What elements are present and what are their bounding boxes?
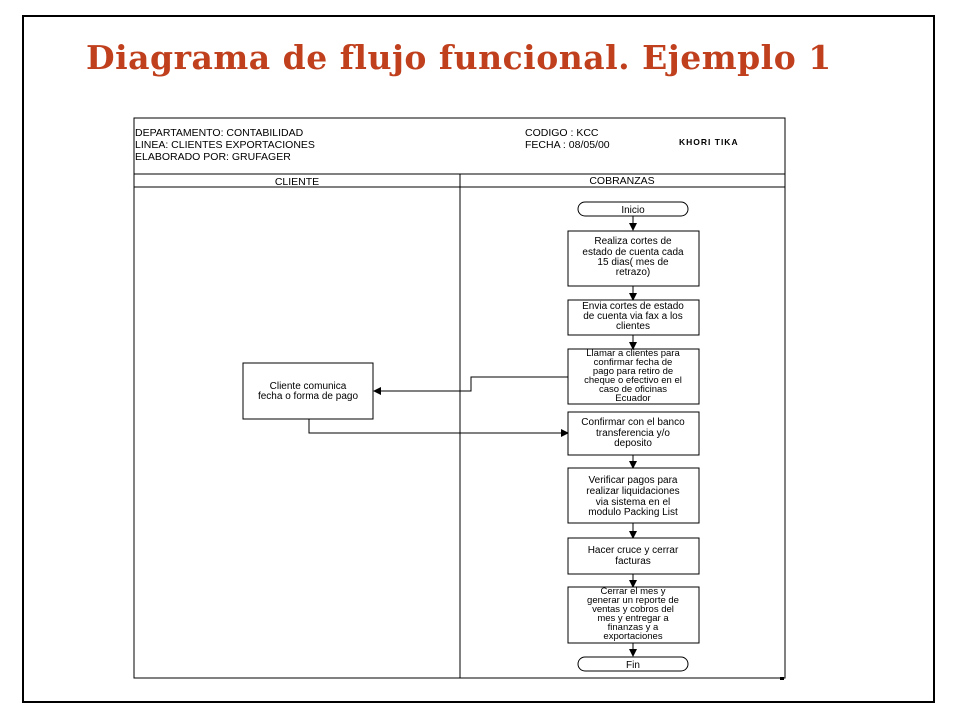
step-1-line: retrazo) (616, 267, 650, 278)
header-departamento: DEPARTAMENTO: CONTABILIDAD (135, 127, 304, 139)
step-7-line: ventas y cobros del (592, 604, 674, 615)
header-fecha: FECHA : 08/05/00 (525, 139, 610, 151)
step-3-line: caso de oficinas (599, 384, 667, 395)
step-4-line: deposito (614, 438, 652, 449)
step-1-box: Realiza cortes de estado de cuenta cada … (567, 230, 700, 287)
header-codigo: CODIGO : KCC (525, 127, 599, 139)
step-7-line: generar un reporte de (587, 595, 679, 606)
step-7-line: mes y entregar a (597, 613, 669, 624)
step-4-box: Confirmar con el banco transferencia y/o… (567, 411, 700, 456)
step-2-line: clientes (616, 321, 650, 332)
slide-title: Diagrama de flujo funcional. Ejemplo 1 (86, 38, 832, 77)
step-7-line: Cerrar el mes y (601, 586, 666, 597)
lane-label-cobranzas: COBRANZAS (589, 175, 654, 187)
cliente-box-line: fecha o forma de pago (258, 391, 359, 402)
start-label: Inicio (621, 205, 645, 216)
step-2-box: Envia cortes de estado de cuenta via fax… (567, 299, 700, 336)
step-4-line: transferencia y/o (596, 428, 670, 439)
step-6-box: Hacer cruce y cerrar facturas (567, 537, 700, 575)
step-3-line: confirmar fecha de (594, 357, 673, 368)
step-7-line: finanzas y a (608, 622, 659, 633)
slide-frame (22, 15, 935, 703)
step-1-line: Realiza cortes de (594, 236, 672, 247)
step-4-line: Confirmar con el banco (581, 417, 685, 428)
connector-step3-cliente (373, 376, 568, 395)
step-3-line: Llamar a clientes para (586, 348, 680, 359)
step-1-line: estado de cuenta cada (582, 247, 684, 258)
cliente-process-box: Cliente comunica fecha o forma de pago (242, 362, 374, 420)
cliente-box-line: Cliente comunica (270, 381, 347, 392)
step-3-line: pago para retiro de (593, 366, 673, 377)
header-linea: LINEA: CLIENTES EXPORTACIONES (135, 139, 315, 151)
step-6-line: Hacer cruce y cerrar (588, 545, 679, 556)
end-terminator: Fin (577, 656, 689, 672)
header-logo-text: KHORI TIKA (679, 137, 739, 147)
corner-mark (780, 677, 784, 680)
step-5-line: Verificar pagos para (589, 475, 678, 486)
connector-cliente-step4 (308, 419, 569, 437)
end-label: Fin (626, 660, 640, 671)
step-3-box: Llamar a clientes para confirmar fecha d… (567, 348, 700, 405)
step-5-line: via sistema en el (596, 497, 670, 508)
step-3-line: cheque o efectivo en el (584, 375, 682, 386)
step-5-line: realizar liquidaciones (586, 486, 679, 497)
lane-label-cliente: CLIENTE (275, 176, 319, 188)
step-2-line: Envia cortes de estado (582, 301, 684, 312)
step-3-line: Ecuador (615, 393, 650, 404)
step-7-line: exportaciones (603, 631, 662, 642)
step-7-box: Cerrar el mes y generar un reporte de ve… (567, 586, 700, 644)
step-5-box: Verificar pagos para realizar liquidacio… (567, 467, 700, 524)
step-1-line: 15 dias( mes de (597, 257, 669, 268)
step-2-line: de cuenta via fax a los (583, 311, 683, 322)
header-elaborado: ELABORADO POR: GRUFAGER (135, 151, 291, 163)
step-6-line: facturas (615, 556, 651, 567)
start-terminator: Inicio (577, 201, 689, 217)
step-5-line: modulo Packing List (588, 507, 678, 518)
